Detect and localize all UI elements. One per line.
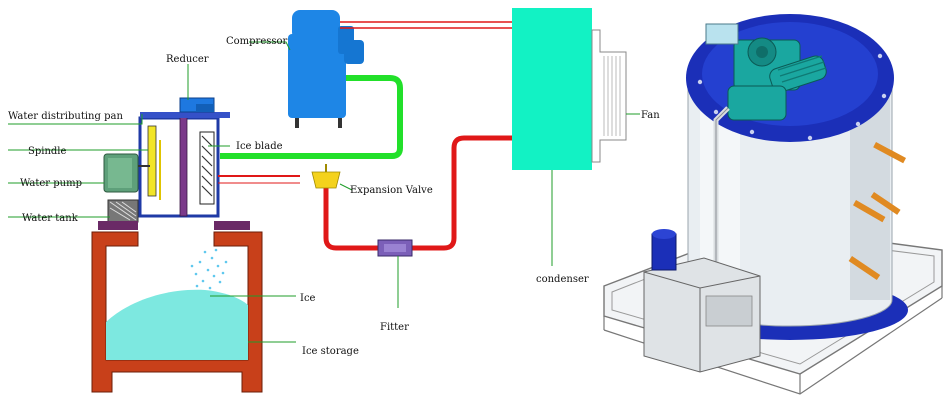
label-ice-storage: Ice storage [302,346,359,357]
leader-lines [8,41,640,343]
discharge-pipe [340,21,514,29]
suction-pipe [220,75,403,159]
water-pump-render [651,229,677,271]
fitter-filter [377,239,413,257]
label-water-tank: Water tank [22,213,79,224]
liquid-pipe [323,135,514,251]
falling-ice-flakes [190,248,228,290]
mount-plate-right [214,221,250,230]
water-pump [103,153,150,193]
mount-plate-left [98,221,138,230]
label-expansion-valve: Expansion Valve [350,185,433,196]
flake-ice-machine-render [603,14,943,395]
label-compressor: Compressor [226,36,288,47]
label-condenser: condenser [536,274,589,285]
label-ice-blade: Ice blade [236,141,283,152]
ice-blade-hatching [201,135,213,197]
compressor-unit [288,10,364,128]
condenser-body [512,8,592,170]
label-reducer: Reducer [166,54,209,65]
label-fitter: Fitter [380,322,409,333]
expansion-valve [311,164,341,189]
spindle [179,115,188,217]
label-fan: Fan [641,110,660,121]
condenser-fan [591,29,627,163]
top-pan [140,112,230,118]
ice-blade-frame [199,131,215,205]
label-water-pump: Water pump [20,178,82,189]
ice-storage-bin [91,231,263,393]
water-distributing-pan-column [147,125,157,197]
label-water-distributing-pan: Water distributing pan [8,111,123,122]
drain-nozzles [848,141,907,280]
label-ice: Ice [300,293,316,304]
label-spindle: Spindle [28,146,66,157]
ice-pile [106,289,248,360]
water-tank-box [643,257,761,373]
reducer-gear [196,104,214,112]
gearbox-motor [705,23,827,121]
water-tank-hatching [109,201,137,221]
